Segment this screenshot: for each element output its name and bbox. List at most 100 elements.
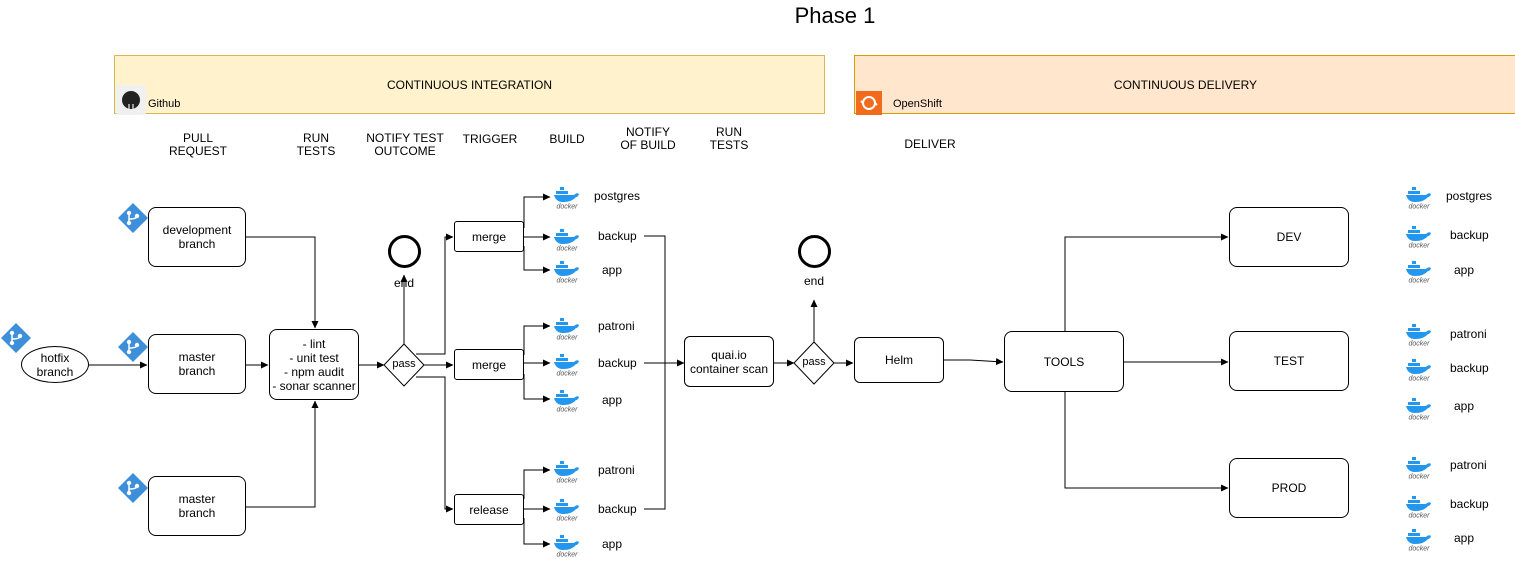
end-label-2: end bbox=[803, 274, 825, 288]
edge-tools-prod bbox=[1064, 392, 1229, 492]
git-branch-icon bbox=[118, 203, 148, 233]
svg-text:docker: docker bbox=[556, 204, 578, 210]
git-branch-icon bbox=[1, 323, 31, 353]
docker-image-label: backup bbox=[598, 229, 637, 243]
svg-text:docker: docker bbox=[1408, 376, 1430, 382]
header-deliver: DELIVER bbox=[904, 137, 956, 151]
docker-icon: docker bbox=[554, 261, 579, 283]
hotfix-branch-node: hotfix branch bbox=[21, 346, 89, 383]
pass-label-1: pass bbox=[392, 358, 416, 370]
docker-icon: docker bbox=[1406, 496, 1431, 519]
svg-text:docker: docker bbox=[1408, 474, 1430, 480]
quay-scan-node: quai.io container scan bbox=[684, 336, 774, 387]
docker-image-label: backup bbox=[598, 356, 637, 370]
page-title: Phase 1 bbox=[794, 3, 876, 28]
edge-masterbot-checks bbox=[246, 400, 319, 508]
svg-text:docker: docker bbox=[1408, 278, 1430, 284]
pass-diamond-2 bbox=[793, 341, 835, 385]
github-icon bbox=[116, 85, 146, 115]
docker-icon: docker bbox=[554, 354, 579, 377]
svg-text:docker: docker bbox=[556, 335, 578, 341]
prod-env-node: PROD bbox=[1229, 458, 1349, 518]
docker-image-label: postgres bbox=[1446, 189, 1493, 203]
docker-icon: docker bbox=[1406, 398, 1431, 421]
tools-node: TOOLS bbox=[1004, 331, 1124, 392]
end-label-1: end bbox=[393, 276, 415, 290]
cd-band-label: CONTINUOUS DELIVERY bbox=[1113, 78, 1258, 92]
release-node: release bbox=[454, 494, 524, 525]
edge-pass-release bbox=[416, 376, 454, 513]
edge-backup-collector bbox=[644, 235, 666, 510]
docker-image-label: patroni bbox=[598, 463, 635, 477]
master-branch-node: master branch bbox=[148, 334, 246, 394]
docker-image-label: backup bbox=[1450, 228, 1489, 242]
master-branch-node-bottom: master branch bbox=[148, 476, 246, 536]
openshift-icon bbox=[856, 91, 882, 115]
svg-text:docker: docker bbox=[1408, 243, 1430, 249]
merge-node-mid: merge bbox=[454, 349, 524, 380]
svg-text:docker: docker bbox=[556, 478, 578, 484]
docker-icon: docker bbox=[554, 390, 579, 413]
docker-icon: docker bbox=[1406, 226, 1431, 249]
ci-band-label: CONTINUOUS INTEGRATION bbox=[386, 78, 553, 92]
edge-development-checks bbox=[246, 236, 319, 329]
docker-image-label: app bbox=[1454, 263, 1475, 277]
docker-image-label: backup bbox=[1450, 361, 1489, 375]
header-notify-test-outcome: NOTIFY TEST OUTCOME bbox=[366, 131, 444, 158]
docker-icon: docker bbox=[554, 229, 579, 252]
docker-image-label: app bbox=[602, 393, 623, 407]
merge-node-top: merge bbox=[454, 221, 524, 252]
svg-text:docker: docker bbox=[556, 516, 578, 522]
ci-band bbox=[114, 55, 825, 114]
test-env-node: TEST bbox=[1229, 331, 1349, 391]
docker-icon: docker bbox=[1406, 324, 1431, 347]
docker-icon: docker bbox=[554, 318, 579, 341]
docker-image-label: app bbox=[1454, 531, 1475, 545]
docker-image-label: patroni bbox=[598, 319, 635, 333]
docker-icon: docker bbox=[554, 461, 579, 484]
docker-icon: docker bbox=[1406, 457, 1431, 480]
svg-text:docker: docker bbox=[1408, 204, 1430, 210]
docker-icon: docker bbox=[554, 187, 579, 210]
pass-diamond-1 bbox=[383, 343, 425, 387]
development-branch-node: development branch bbox=[148, 207, 246, 267]
svg-text:docker: docker bbox=[556, 246, 578, 252]
checks-node: - lint - unit test - npm audit - sonar s… bbox=[269, 329, 359, 400]
end-event-1 bbox=[388, 235, 421, 268]
helm-node: Helm bbox=[854, 337, 944, 383]
svg-text:docker: docker bbox=[556, 407, 578, 413]
svg-text:docker: docker bbox=[556, 371, 578, 377]
dev-env-node: DEV bbox=[1229, 207, 1349, 267]
openshift-label: OpenShift bbox=[893, 98, 942, 110]
docker-image-label: app bbox=[602, 537, 623, 551]
header-run-tests-2: RUN TESTS bbox=[709, 125, 749, 152]
docker-icon: docker bbox=[1406, 261, 1431, 284]
docker-image-label: app bbox=[602, 263, 623, 277]
cd-band bbox=[854, 55, 1515, 114]
docker-image-label: postgres bbox=[594, 189, 641, 203]
svg-text:docker: docker bbox=[1408, 415, 1430, 421]
docker-image-label: backup bbox=[598, 502, 637, 516]
header-trigger: TRIGGER bbox=[462, 132, 518, 146]
git-branch-icon bbox=[118, 473, 148, 503]
docker-icon: docker bbox=[1406, 187, 1431, 210]
git-branch-icon bbox=[118, 332, 148, 362]
pass-label-2: pass bbox=[802, 356, 826, 368]
svg-text:docker: docker bbox=[1408, 513, 1430, 519]
docker-image-label: backup bbox=[1450, 497, 1489, 511]
docker-icon: docker bbox=[1406, 359, 1431, 382]
docker-icon: docker bbox=[554, 499, 579, 522]
docker-image-label: patroni bbox=[1450, 458, 1487, 472]
svg-text:docker: docker bbox=[1408, 341, 1430, 347]
docker-image-label: patroni bbox=[1450, 327, 1487, 341]
edge-tools-dev bbox=[1064, 233, 1229, 331]
github-label: Github bbox=[148, 98, 181, 110]
header-run-tests: RUN TESTS bbox=[296, 131, 336, 158]
svg-text:docker: docker bbox=[556, 552, 578, 558]
docker-icon: docker bbox=[1406, 529, 1431, 551]
header-notify-of-build: NOTIFY OF BUILD bbox=[620, 125, 676, 152]
edge-pass-merge-top bbox=[416, 233, 454, 355]
header-pull-request: PULL REQUEST bbox=[168, 131, 227, 158]
